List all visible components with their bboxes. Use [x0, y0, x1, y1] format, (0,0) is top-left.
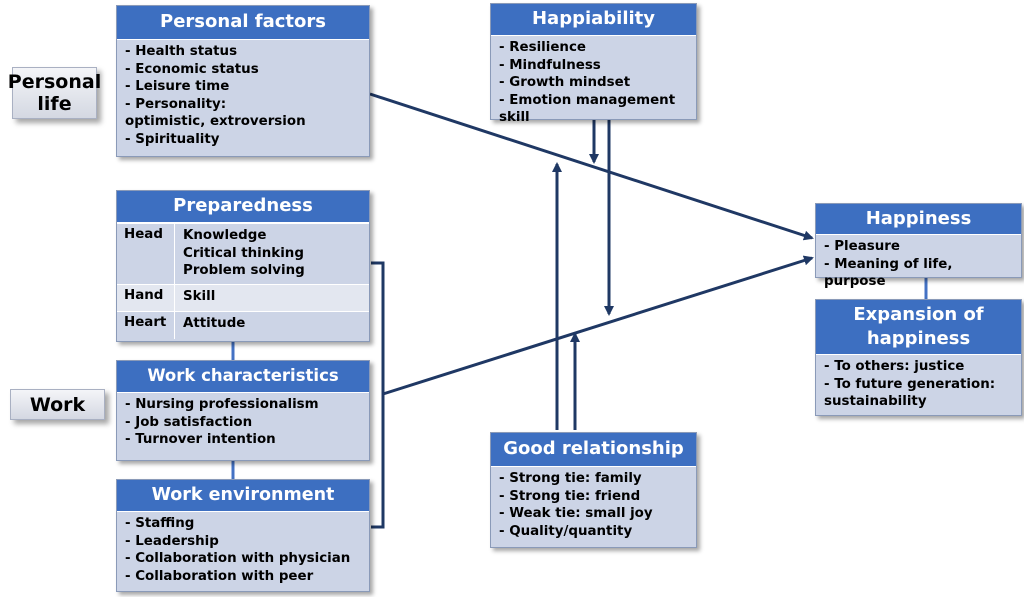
prep-row-head: Head Knowledge Critical thinking Problem…	[117, 223, 369, 284]
list-item: - Personality: optimistic, extroversion	[125, 96, 306, 130]
good-relationship-title: Good relationship	[491, 433, 696, 467]
list-item: - Mindfulness	[499, 57, 601, 73]
expansion-box: Expansion of happiness - To others: just…	[815, 299, 1022, 416]
personal-life-label: Personal life	[8, 67, 101, 119]
list-item: - Leisure time	[125, 79, 230, 95]
expansion-list: - To others: justice - To future generati…	[816, 355, 1021, 414]
list-item: - Emotion management skill	[499, 92, 676, 126]
arrow-personal-to-happiness	[369, 92, 814, 241]
happiness-title: Happiness	[816, 204, 1021, 235]
list-item: - Collaboration with peer	[125, 568, 314, 584]
prep-key-head: Head	[117, 224, 175, 284]
prep-row-hand: Hand Skill	[117, 284, 369, 311]
list-item: - Leadership	[125, 533, 219, 549]
list-item: - To others: justice	[824, 359, 965, 374]
work-characteristics-list: - Nursing professionalism - Job satisfact…	[117, 393, 369, 452]
list-item: - Nursing professionalism	[125, 397, 319, 412]
prep-key-heart: Heart	[117, 312, 175, 339]
prep-value-heart: Attitude	[183, 316, 246, 331]
work-characteristics-title: Work characteristics	[117, 361, 369, 393]
personal-factors-title: Personal factors	[117, 6, 369, 40]
work-bracket	[371, 261, 385, 529]
happiness-box: Happiness - Pleasure - Meaning of life, p…	[815, 203, 1022, 289]
arrow-work-to-happiness	[382, 255, 814, 396]
personal-factors-list: - Health status - Economic status - Leisur…	[117, 40, 369, 152]
work-label: Work	[10, 389, 105, 420]
list-item: - Pleasure	[824, 239, 900, 254]
prep-row-heart: Heart Attitude	[117, 311, 369, 339]
good-relationship-box: Good relationship - Strong tie: family- …	[490, 432, 697, 548]
expansion-title: Expansion of happiness	[816, 300, 1021, 355]
list-item: - To future generation: sustainability	[824, 376, 996, 410]
prep-key-hand: Hand	[117, 285, 175, 311]
happiability-title: Happiability	[491, 4, 696, 36]
personal-factors-box: Personal factors - Health status - Econom…	[116, 5, 370, 157]
work-environment-title: Work environment	[117, 480, 369, 512]
work-characteristics-box: Work characteristics - Nursing professio…	[116, 360, 370, 461]
good-relationship-list: - Strong tie: family - Strong tie: friend…	[491, 467, 696, 543]
list-item: - Health status	[125, 44, 238, 59]
work-environment-box: Work environment - Staffing- Leadership-…	[116, 479, 370, 592]
list-item: - Economic status	[125, 61, 259, 77]
happiability-box: Happiability - Resilience - Mindfulness - …	[490, 3, 697, 125]
preparedness-box: Preparedness Head Knowledge Critical thi…	[116, 190, 370, 342]
prep-value-head: Knowledge Critical thinking Problem solv…	[183, 228, 305, 279]
list-item: - Job satisfaction	[125, 414, 253, 430]
list-item: - Strong tie: family	[499, 471, 642, 486]
list-item: - Quality/quantity	[499, 523, 633, 539]
list-item: - Collaboration with physician	[125, 551, 351, 567]
list-item: - Turnover intention	[125, 432, 276, 448]
list-item: - Weak tie: small joy	[499, 506, 653, 522]
happiness-list: - Pleasure - Meaning of life, purpose	[816, 235, 1021, 294]
list-item: - Resilience	[499, 40, 586, 55]
work-environment-list: - Staffing - Leadership - Collaboration wi…	[117, 512, 369, 588]
list-item: - Growth mindset	[499, 75, 631, 91]
list-item: - Meaning of life, purpose	[824, 256, 953, 290]
list-item: - Spirituality	[125, 131, 220, 147]
happiability-list: - Resilience - Mindfulness - Growth mindse…	[491, 36, 696, 130]
preparedness-title: Preparedness	[117, 191, 369, 223]
list-item: - Staffing	[125, 516, 195, 531]
prep-value-hand: Skill	[183, 289, 216, 304]
list-item: - Strong tie: friend	[499, 488, 641, 504]
